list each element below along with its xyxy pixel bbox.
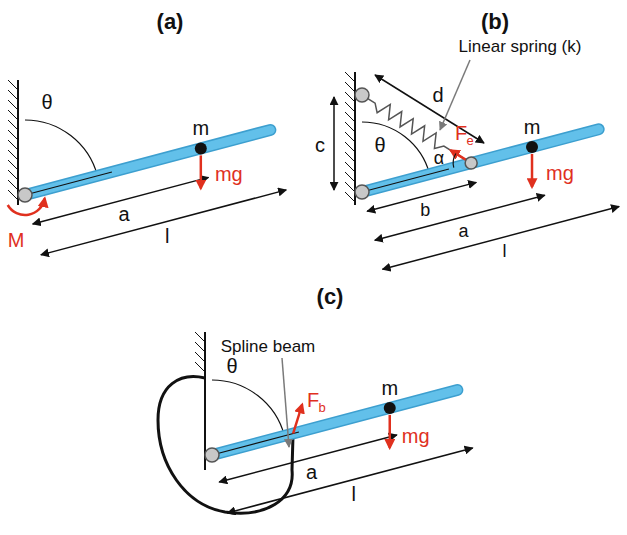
wall-hatch	[345, 92, 355, 102]
wall-hatch	[8, 150, 18, 160]
wall-hatch	[195, 352, 205, 362]
pivot-joint	[465, 157, 477, 169]
angle-arc	[453, 154, 456, 168]
pivot-joint	[355, 88, 369, 102]
force-subscript: e	[466, 134, 473, 147]
angle-label: θ	[41, 92, 52, 112]
dimension-label: l	[502, 242, 506, 260]
wall-hatch	[195, 332, 205, 342]
dimension-line	[227, 448, 472, 513]
weight-arrow	[388, 415, 391, 448]
weight-label: mg	[546, 163, 574, 183]
mass-label: m	[524, 117, 541, 137]
dimension-line	[382, 207, 619, 270]
pivot-joint	[18, 188, 32, 202]
wall-hatch	[345, 132, 355, 142]
dimension-label: a	[119, 204, 130, 224]
weight-arrow	[531, 154, 534, 187]
wall-hatch	[345, 122, 355, 132]
panel-title: (a)	[157, 11, 184, 33]
wall-hatch	[8, 130, 18, 140]
wall-hatch	[345, 162, 355, 172]
wall-hatch	[345, 102, 355, 112]
rod	[362, 129, 599, 192]
force-label: F	[307, 390, 319, 410]
rod-outline	[362, 129, 599, 192]
dimension-label: a	[306, 462, 317, 482]
wall-hatch	[345, 172, 355, 182]
pivot-joint	[205, 448, 219, 462]
mass-label: m	[381, 378, 398, 398]
spring-callout: Linear spring (k)	[459, 38, 582, 55]
pivot-joint	[355, 185, 369, 199]
rod-outline	[212, 390, 457, 455]
rod-reference-line	[362, 169, 449, 192]
angle-label: θ	[374, 135, 385, 155]
wall-hatch	[8, 190, 18, 200]
wall-hatch	[345, 192, 355, 202]
angle-label: θ	[226, 356, 237, 376]
wall-hatch	[8, 180, 18, 190]
weight-label: mg	[215, 164, 243, 184]
dimension-label: a	[458, 222, 468, 240]
rod-reference-line	[212, 432, 299, 455]
wall-hatch	[345, 142, 355, 152]
dimension-label: d	[432, 85, 443, 105]
dimension-label: l	[351, 484, 355, 504]
wall-line	[204, 332, 206, 470]
wall-hatch	[345, 182, 355, 192]
leader-line	[282, 358, 289, 447]
wall-hatch	[8, 80, 18, 90]
wall-hatch	[345, 112, 355, 122]
point-mass	[526, 141, 538, 153]
panel-title: (c)	[317, 286, 344, 308]
wall-hatch	[8, 170, 18, 180]
rod-outline	[25, 130, 270, 195]
dimension-label: b	[420, 201, 430, 219]
linear-spring	[362, 95, 471, 163]
wall-hatch	[345, 72, 355, 82]
wall-hatch	[8, 140, 18, 150]
panel-title: (b)	[481, 11, 509, 33]
wall-hatch	[195, 342, 205, 352]
dimension-label: l	[165, 226, 169, 246]
leader-line	[440, 60, 470, 130]
wall-hatch	[8, 90, 18, 100]
beam-force-arrow	[293, 404, 302, 433]
rod	[212, 390, 457, 455]
force-label: F	[455, 123, 467, 143]
wall-hatch	[345, 152, 355, 162]
point-mass	[384, 402, 396, 414]
beam-callout: Spline beam	[221, 338, 316, 355]
rod-reference-line	[25, 172, 112, 195]
angle-arc	[212, 380, 284, 436]
point-mass	[195, 142, 207, 154]
dimension-line	[41, 190, 286, 255]
wall-hatch	[195, 362, 205, 372]
wall-hatch	[8, 160, 18, 170]
rod	[25, 130, 270, 195]
moment-label: M	[8, 230, 25, 250]
wall-hatch	[8, 120, 18, 130]
force-subscript: b	[318, 401, 325, 414]
weight-arrow	[200, 155, 203, 188]
dimension-label: c	[315, 135, 325, 155]
angle-label: α	[434, 149, 444, 167]
dimension-line	[333, 97, 335, 190]
angle-arc	[25, 120, 97, 176]
wall-hatch	[345, 82, 355, 92]
wall-hatch	[8, 100, 18, 110]
mass-label: m	[192, 118, 209, 138]
weight-label: mg	[402, 426, 430, 446]
wall-hatch	[8, 110, 18, 120]
